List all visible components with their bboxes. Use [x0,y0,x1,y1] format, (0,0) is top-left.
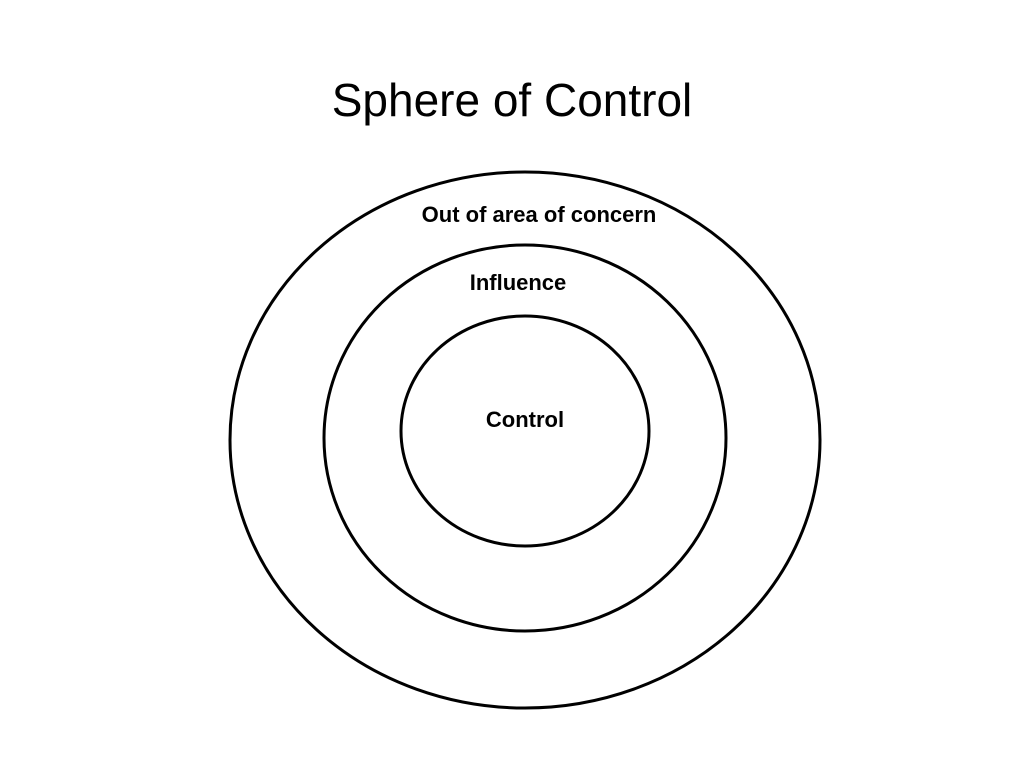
slide-title: Sphere of Control [331,74,693,126]
inner-ring-label: Control [486,407,564,432]
middle-ring [322,243,728,633]
outer-ring-label: Out of area of concern [422,202,657,227]
middle-ring-label: Influence [470,270,567,295]
inner-ring [399,314,651,548]
outer-ring [228,170,822,710]
